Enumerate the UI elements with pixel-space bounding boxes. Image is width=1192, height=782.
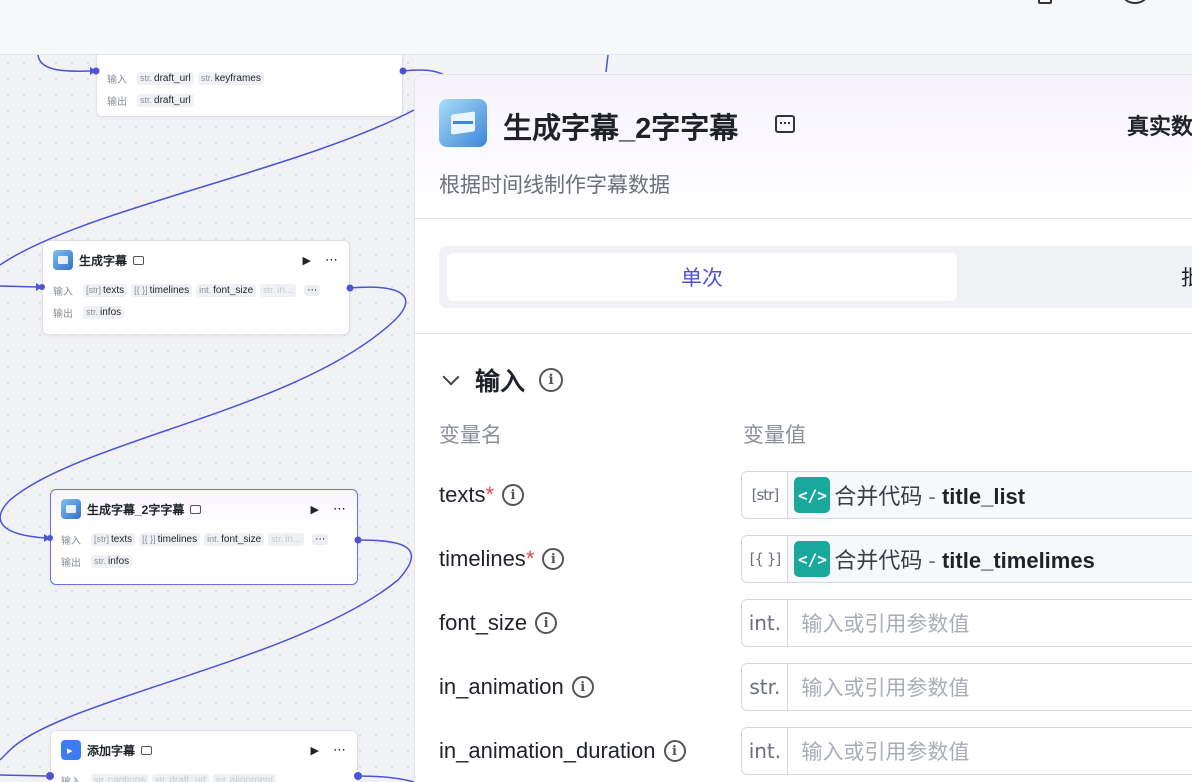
subtitle-icon	[141, 745, 153, 755]
node-title: 生成字幕_2字字幕	[87, 502, 185, 517]
output-tag: str.infos	[83, 305, 125, 319]
param-input[interactable]: 输入或引用参数值	[788, 728, 1192, 774]
run-icon[interactable]: ▶	[302, 254, 311, 267]
type-badge[interactable]: [{ }]	[742, 536, 789, 582]
subtitle-icon	[775, 115, 795, 133]
top-toolbar	[0, 0, 1192, 55]
workflow-node[interactable]: ▸ 添加字幕 ▶ ⋯ 输入 str.captions str.draft_url…	[50, 730, 358, 782]
reference-value: 合并代码 - title_timelimes	[834, 548, 1095, 573]
input-tag: int.font_size	[196, 283, 257, 297]
param-value-field[interactable]: int. 输入或引用参数值	[741, 727, 1192, 775]
input-tag: [{ }]timelines	[139, 532, 201, 546]
more-inputs-button[interactable]: ⋯	[312, 533, 329, 545]
inputs-label: 输入	[61, 776, 81, 782]
param-input[interactable]: 输入或引用参数值	[788, 600, 1192, 646]
param-name: font_size	[439, 610, 528, 635]
info-icon[interactable]: i	[502, 484, 525, 506]
input-tag: str.draft_url	[137, 71, 194, 85]
run-icon[interactable]: ▶	[310, 744, 319, 757]
required-marker: *	[525, 546, 535, 571]
input-tag: str.keyframes	[197, 71, 264, 85]
info-icon[interactable]: i	[535, 612, 558, 634]
chevron-down-icon[interactable]	[442, 368, 460, 386]
tab-batch[interactable]: 批	[1181, 262, 1192, 292]
output-tag: str.infos	[91, 554, 133, 568]
run-icon[interactable]: ▶	[310, 503, 319, 516]
param-row: in_animation i str. 输入或引用参数值	[439, 655, 1192, 719]
param-name: texts	[439, 482, 486, 507]
param-value-field[interactable]: [str] </> 合并代码 - title_list	[741, 471, 1192, 519]
type-badge[interactable]: [str]	[742, 472, 789, 518]
more-icon[interactable]: ⋯	[325, 252, 339, 267]
param-value-field[interactable]: int. 输入或引用参数值	[741, 599, 1192, 647]
code-node-icon: </>	[794, 477, 831, 513]
node-settings-panel: 生成字幕_2字字幕 真实数 根据时间线制作字幕数据 单次 批 输入 i 变量名 …	[414, 74, 1192, 782]
outputs-label: 输出	[61, 557, 81, 569]
param-row: in_animation_duration i int. 输入或引用参数值	[439, 719, 1192, 782]
param-row: timelines * i [{ }] </> 合并代码 - title_tim…	[439, 527, 1192, 591]
input-tag: [str]texts	[91, 532, 136, 546]
input-section: 输入 i 变量名 变量值 texts * i [str] </> 合并代码 - …	[439, 355, 1192, 782]
toolbar-doc-icon[interactable]	[1038, 0, 1052, 4]
column-header-value: 变量值	[743, 424, 806, 447]
node-title: 生成字幕	[79, 253, 128, 268]
output-tag: str.draft_url	[137, 93, 194, 107]
subtitle-node-icon	[439, 99, 487, 147]
inputs-label: 输入	[53, 286, 73, 298]
toolbar-help-icon[interactable]	[1123, 0, 1147, 4]
workflow-node[interactable]: 生成字幕 ▶ ⋯ 输入 [str]texts [{ }]timelines in…	[42, 240, 350, 335]
param-value-field[interactable]: [{ }] </> 合并代码 - title_timelimes	[741, 535, 1192, 583]
type-badge[interactable]: str.	[742, 664, 789, 710]
column-header-name: 变量名	[439, 424, 502, 447]
info-icon[interactable]: i	[571, 676, 594, 698]
input-tag: str.draft_url	[152, 773, 209, 782]
more-inputs-button[interactable]: ⋯	[304, 284, 321, 296]
param-name: timelines	[439, 546, 526, 571]
mode-tabs: 单次 批	[439, 246, 1192, 308]
input-tag: str.captions	[91, 773, 149, 782]
subtitle-node-icon	[53, 250, 73, 270]
subtitle-node-icon	[61, 499, 81, 519]
input-tag: [str]texts	[83, 283, 128, 297]
param-row: font_size i int. 输入或引用参数值	[439, 591, 1192, 655]
input-tag: int.alignment	[212, 773, 277, 782]
param-name: in_animation	[439, 674, 564, 699]
node-title: 添加字幕	[87, 743, 136, 758]
input-tag: str.in...	[268, 532, 305, 546]
info-icon[interactable]: i	[539, 368, 564, 392]
input-tag: [{ }]timelines	[131, 283, 193, 297]
panel-description[interactable]: 根据时间线制作字幕数据	[439, 174, 670, 197]
input-tag: str.in...	[260, 283, 297, 297]
param-row: texts * i [str] </> 合并代码 - title_list	[439, 463, 1192, 527]
tab-single[interactable]: 单次	[447, 253, 957, 301]
outputs-label: 输出	[107, 96, 127, 108]
inputs-label: 输入	[107, 74, 127, 86]
panel-header: 生成字幕_2字字幕 真实数 根据时间线制作字幕数据	[415, 75, 1192, 219]
reference-value: 合并代码 - title_list	[834, 484, 1026, 509]
type-badge[interactable]: int.	[742, 728, 789, 774]
code-node-icon: </>	[794, 541, 831, 577]
param-name: in_animation_duration	[439, 738, 656, 763]
param-input[interactable]: 输入或引用参数值	[788, 664, 1192, 710]
workflow-node-selected[interactable]: 生成字幕_2字字幕 ▶ ⋯ 输入 [str]texts [{ }]timelin…	[50, 489, 358, 585]
mode-tabs-area: 单次 批	[415, 220, 1192, 334]
input-tag: int.font_size	[204, 532, 265, 546]
more-icon[interactable]: ⋯	[333, 501, 347, 516]
type-badge[interactable]: int.	[742, 600, 789, 646]
outputs-label: 输出	[53, 308, 73, 320]
subtitle-icon	[133, 255, 145, 265]
workflow-node[interactable]: 输入 str.draft_url str.keyframes 输出 str.dr…	[96, 55, 403, 117]
required-marker: *	[485, 482, 495, 507]
param-value-field[interactable]: str. 输入或引用参数值	[741, 663, 1192, 711]
real-data-button[interactable]: 真实数	[1127, 114, 1192, 139]
add-subtitle-node-icon: ▸	[61, 740, 81, 760]
info-icon[interactable]: i	[663, 740, 686, 762]
subtitle-icon	[190, 504, 202, 514]
panel-title[interactable]: 生成字幕_2字字幕	[503, 113, 739, 145]
more-icon[interactable]: ⋯	[333, 742, 347, 757]
workflow-canvas[interactable]: 输入 str.draft_url str.keyframes 输出 str.dr…	[0, 55, 414, 782]
inputs-label: 输入	[61, 535, 81, 547]
info-icon[interactable]: i	[542, 548, 565, 570]
section-title: 输入	[475, 368, 526, 396]
